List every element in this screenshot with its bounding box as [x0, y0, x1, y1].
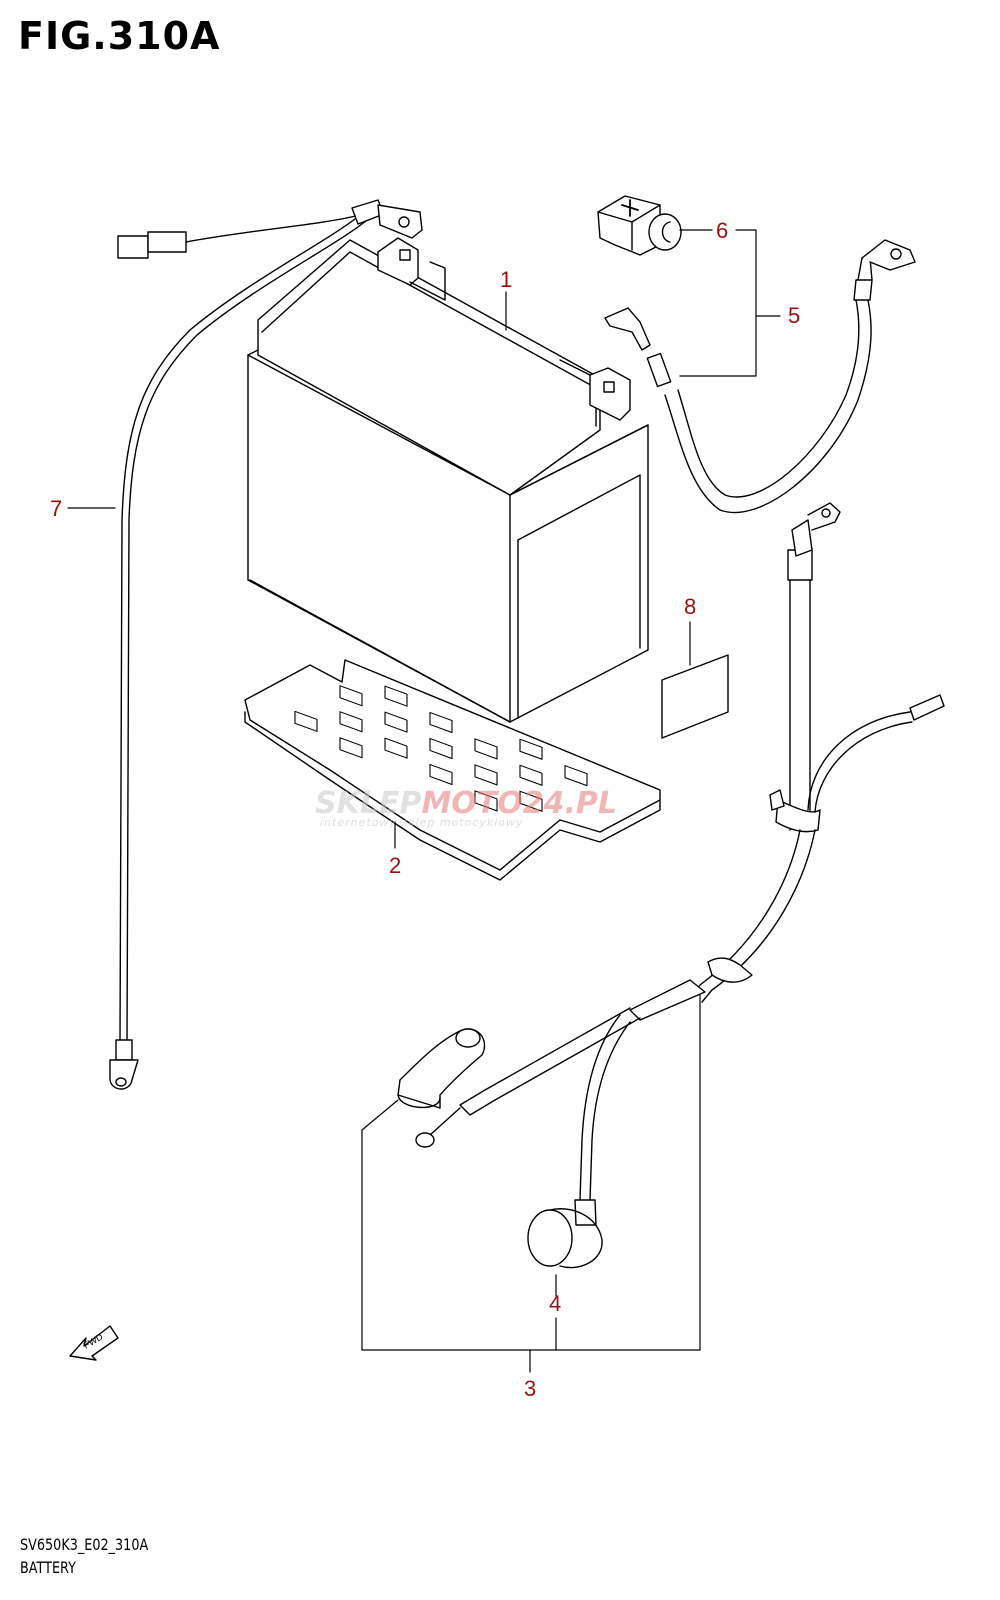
battery-drawing: [247, 237, 649, 723]
battery-tray-drawing: [244, 659, 661, 881]
watermark: SKLEPMOTO24.PL: [315, 786, 617, 821]
fwd-arrow-icon: [69, 1325, 119, 1361]
part-label-6: 6: [716, 218, 728, 243]
figure-name: BATTERY: [20, 1558, 76, 1577]
leader-lines: [67, 229, 781, 1297]
part-label-4: 4: [549, 1291, 561, 1316]
watermark-part-a: SKLEP: [315, 786, 422, 821]
figure-code: SV650K3_E02_310A: [20, 1535, 149, 1554]
negative-cable-drawing: [361, 502, 945, 1373]
part-label-1: 1: [500, 267, 512, 292]
part-label-8: 8: [684, 594, 696, 619]
part-label-5: 5: [788, 303, 800, 328]
watermark-part-b: MOTO24.PL: [421, 786, 618, 821]
part-label-3: 3: [524, 1376, 536, 1401]
part-label-2: 2: [389, 853, 401, 878]
watermark-subtitle: internetowy sklep motocyklowy: [320, 816, 524, 829]
label-drawing: [661, 654, 729, 739]
part-label-7: 7: [50, 496, 62, 521]
positive-terminal-cover-drawing: [597, 195, 682, 256]
figure-title: FIG.310A: [18, 14, 221, 58]
positive-cable-drawing: [604, 239, 916, 514]
lead-wire-drawing: [109, 199, 423, 1090]
